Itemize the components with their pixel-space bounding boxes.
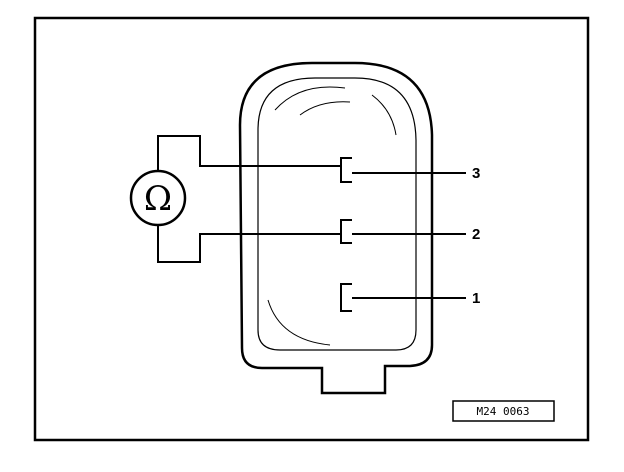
pin-sockets (340, 157, 352, 312)
pin-label-1: 1 (472, 290, 480, 307)
pin-socket-2 (340, 219, 352, 244)
connector-housing (238, 61, 434, 395)
ohm-symbol: Ω (144, 179, 172, 219)
test-leads (157, 135, 341, 263)
pin-label-3: 3 (472, 165, 480, 182)
pin-leaders (352, 172, 466, 299)
pin-socket-1 (340, 283, 352, 312)
reference-code: M24 0063 (477, 405, 530, 418)
figure-frame (33, 16, 590, 442)
pin-socket-3 (340, 157, 352, 183)
reference-code-box (452, 400, 555, 422)
ohmmeter-icon (129, 169, 187, 227)
pin-label-2: 2 (472, 226, 480, 243)
